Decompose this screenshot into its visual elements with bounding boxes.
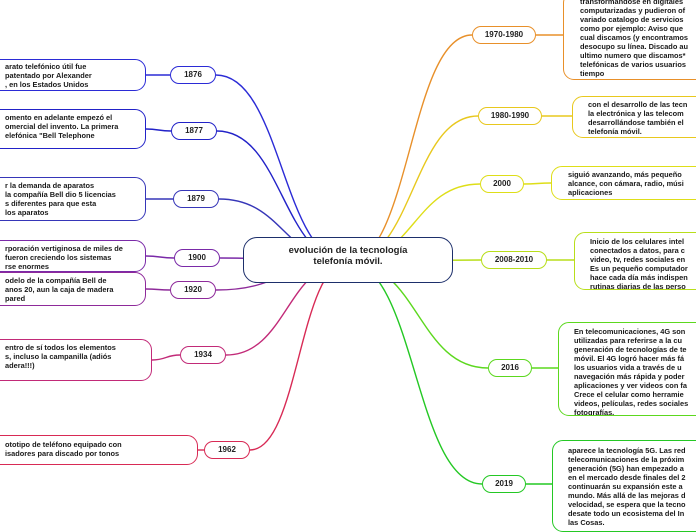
year-2008-2010-label: 2008-2010 [494, 255, 534, 264]
year-1980-1990-label: 1980-1990 [490, 111, 530, 120]
year-1877-node[interactable]: 1877 [171, 122, 217, 140]
central-topic-line1: evolución de la tecnología [288, 245, 408, 256]
year-2016-label: 2016 [501, 363, 519, 372]
topic-1980-1990-description[interactable]: con el desarrollo de las tecn la electró… [572, 96, 696, 138]
year-2016-node[interactable]: 2016 [488, 359, 532, 377]
year-1970-1980-node[interactable]: 1970-1980 [472, 26, 536, 44]
year-1876-label: 1876 [184, 70, 202, 79]
year-2019-label: 2019 [495, 479, 513, 488]
topic-1934-text: entro de sí todos los elementos s, inclu… [5, 343, 116, 370]
year-1962-label: 1962 [218, 445, 236, 454]
topic-1900-description[interactable]: rporación vertiginosa de miles de fueron… [0, 240, 146, 272]
year-1879-node[interactable]: 1879 [173, 190, 219, 208]
year-1877-label: 1877 [185, 126, 203, 135]
topic-1879-text: r la demanda de aparatos la compañía Bel… [5, 181, 116, 217]
topic-1934-description[interactable]: entro de sí todos los elementos s, inclu… [0, 339, 152, 381]
topic-1970-1980-text: transformándose en digitales computariza… [580, 0, 689, 78]
topic-2000-description[interactable]: siguió avanzando, más pequeño alcance, c… [551, 166, 696, 200]
topic-1920-description[interactable]: odelo de la compañía Bell de anos 20, au… [0, 272, 146, 306]
topic-1980-1990-text: con el desarrollo de las tecn la electró… [588, 100, 688, 136]
connector-1934-description [151, 354, 181, 361]
topic-2008-2010-text: Inicio de los celulares intel conectados… [590, 237, 688, 290]
topic-1876-text: arato telefónico útil fue patentado por … [5, 62, 92, 89]
topic-2008-2010-description[interactable]: Inicio de los celulares intel conectados… [574, 232, 696, 290]
connector-2000-description [523, 182, 552, 185]
connector-1920-description [145, 288, 171, 291]
topic-1962-text: ototipo de teléfono equipado con isadore… [5, 440, 122, 458]
topic-2000-text: siguió avanzando, más pequeño alcance, c… [568, 170, 684, 197]
topic-1920-text: odelo de la compañía Bell de anos 20, au… [5, 276, 114, 303]
topic-1900-text: rporación vertiginosa de miles de fueron… [5, 244, 123, 271]
year-1900-node[interactable]: 1900 [174, 249, 220, 267]
connector-1877-description [145, 128, 172, 132]
topic-1970-1980-description[interactable]: transformándose en digitales computariza… [563, 0, 696, 80]
connector-1900-description [145, 255, 175, 259]
connector-2019 [347, 261, 483, 485]
topic-1877-description[interactable]: omento en adelante empezó el omercial de… [0, 109, 146, 149]
year-1970-1980-label: 1970-1980 [484, 30, 524, 39]
topic-1879-description[interactable]: r la demanda de aparatos la compañía Bel… [0, 177, 146, 221]
year-1934-label: 1934 [194, 350, 212, 359]
year-1962-node[interactable]: 1962 [204, 441, 250, 459]
year-1879-label: 1879 [187, 194, 205, 203]
topic-1876-description[interactable]: arato telefónico útil fue patentado por … [0, 59, 146, 91]
year-1934-node[interactable]: 1934 [180, 346, 226, 364]
year-2000-label: 2000 [493, 179, 511, 188]
topic-2019-text: aparece la tecnología 5G. Las red teleco… [568, 446, 686, 527]
topic-2016-description[interactable]: En telecomunicaciones, 4G son utilizadas… [558, 322, 696, 416]
year-1876-node[interactable]: 1876 [170, 66, 216, 84]
topic-2016-text: En telecomunicaciones, 4G son utilizadas… [574, 327, 689, 416]
topic-1962-description[interactable]: ototipo de teléfono equipado con isadore… [0, 435, 198, 465]
year-2019-node[interactable]: 2019 [482, 475, 526, 493]
year-1920-label: 1920 [184, 285, 202, 294]
year-2008-2010-node[interactable]: 2008-2010 [481, 251, 547, 269]
year-1980-1990-node[interactable]: 1980-1990 [478, 107, 542, 125]
topic-1877-text: omento en adelante empezó el omercial de… [5, 113, 119, 140]
year-2000-node[interactable]: 2000 [480, 175, 524, 193]
central-topic-line2: telefonía móvil. [313, 256, 383, 267]
central-topic[interactable]: evolución de la tecnología telefonía móv… [243, 237, 453, 283]
year-1900-label: 1900 [188, 253, 206, 262]
connector-1876 [215, 74, 349, 263]
year-1920-node[interactable]: 1920 [170, 281, 216, 299]
topic-2019-description[interactable]: aparece la tecnología 5G. Las red teleco… [552, 440, 696, 532]
